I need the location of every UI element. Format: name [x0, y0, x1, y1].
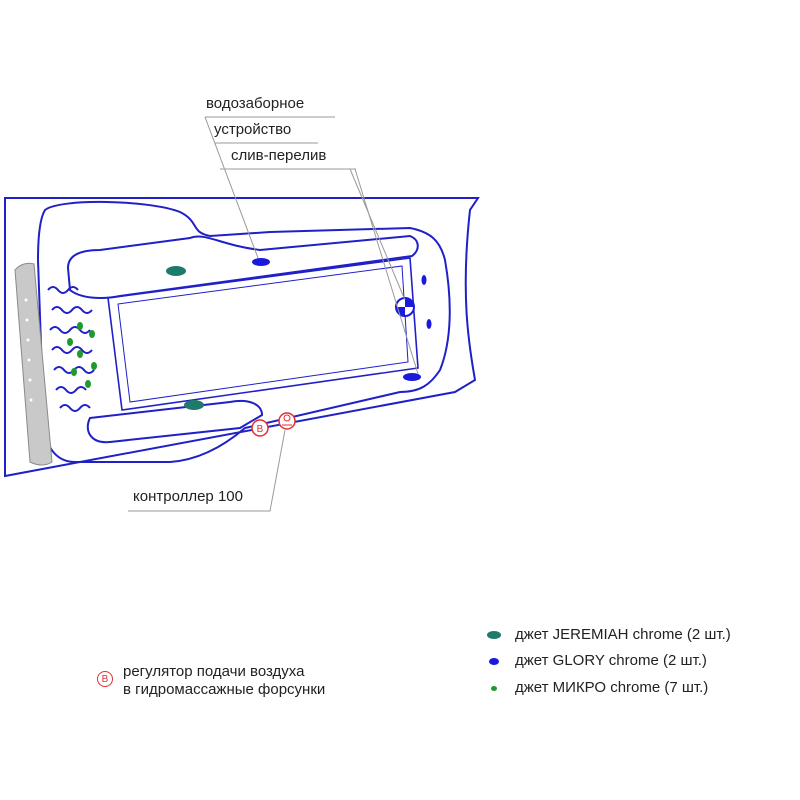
legend-label: джет GLORY chrome (2 шт.) [515, 652, 707, 669]
legend-item-glory: джет GLORY chrome (2 шт.) [487, 652, 707, 670]
air-regulator-line1: регулятор подачи воздуха [123, 663, 305, 680]
drain-overflow-icon [395, 297, 415, 317]
controller-icon [278, 412, 296, 430]
tub-floor-inner [117, 265, 409, 403]
tub-floor [107, 257, 419, 411]
tub-side-panel [14, 262, 53, 466]
tub-headrest [66, 234, 419, 299]
air-regulator-text: регулятор подачи воздуха в гидромассажны… [123, 663, 325, 699]
blue-jet-icon [489, 657, 499, 665]
air-regulator-icon: B [251, 419, 269, 437]
callout-lines [128, 116, 419, 512]
legend-label: джет МИКРО chrome (7 шт.) [515, 679, 709, 696]
legend-item-micro: джет МИКРО chrome (7 шт.) [487, 679, 708, 697]
controller-label: контроллер 100 [133, 488, 243, 505]
green-jet-icon [491, 685, 497, 691]
wave-pattern [47, 286, 95, 412]
intake-label-line2: устройство [214, 121, 292, 138]
svg-text:B: B [257, 424, 264, 435]
jeremiah-jets [166, 266, 204, 410]
teal-jet-icon [487, 631, 501, 639]
legend-item-jeremiah: джет JEREMIAH chrome (2 шт.) [487, 626, 731, 644]
air-regulator-legend: B регулятор подачи воздуха в гидромассаж… [97, 663, 325, 699]
legend-label: джет JEREMIAH chrome (2 шт.) [515, 626, 731, 643]
intake-label-line1: водозаборное [206, 95, 305, 112]
tub-basin-outline [36, 201, 451, 463]
tub-outer-rim [4, 197, 480, 478]
air-regulator-line2: в гидромассажные форсунки [123, 681, 326, 698]
side-panel-dots [24, 298, 33, 402]
micro-jets [67, 322, 97, 388]
glory-jets [252, 258, 432, 381]
tub-armrest [86, 399, 264, 444]
air-regulator-badge: B [97, 671, 113, 687]
overflow-label: слив-перелив [231, 147, 327, 164]
